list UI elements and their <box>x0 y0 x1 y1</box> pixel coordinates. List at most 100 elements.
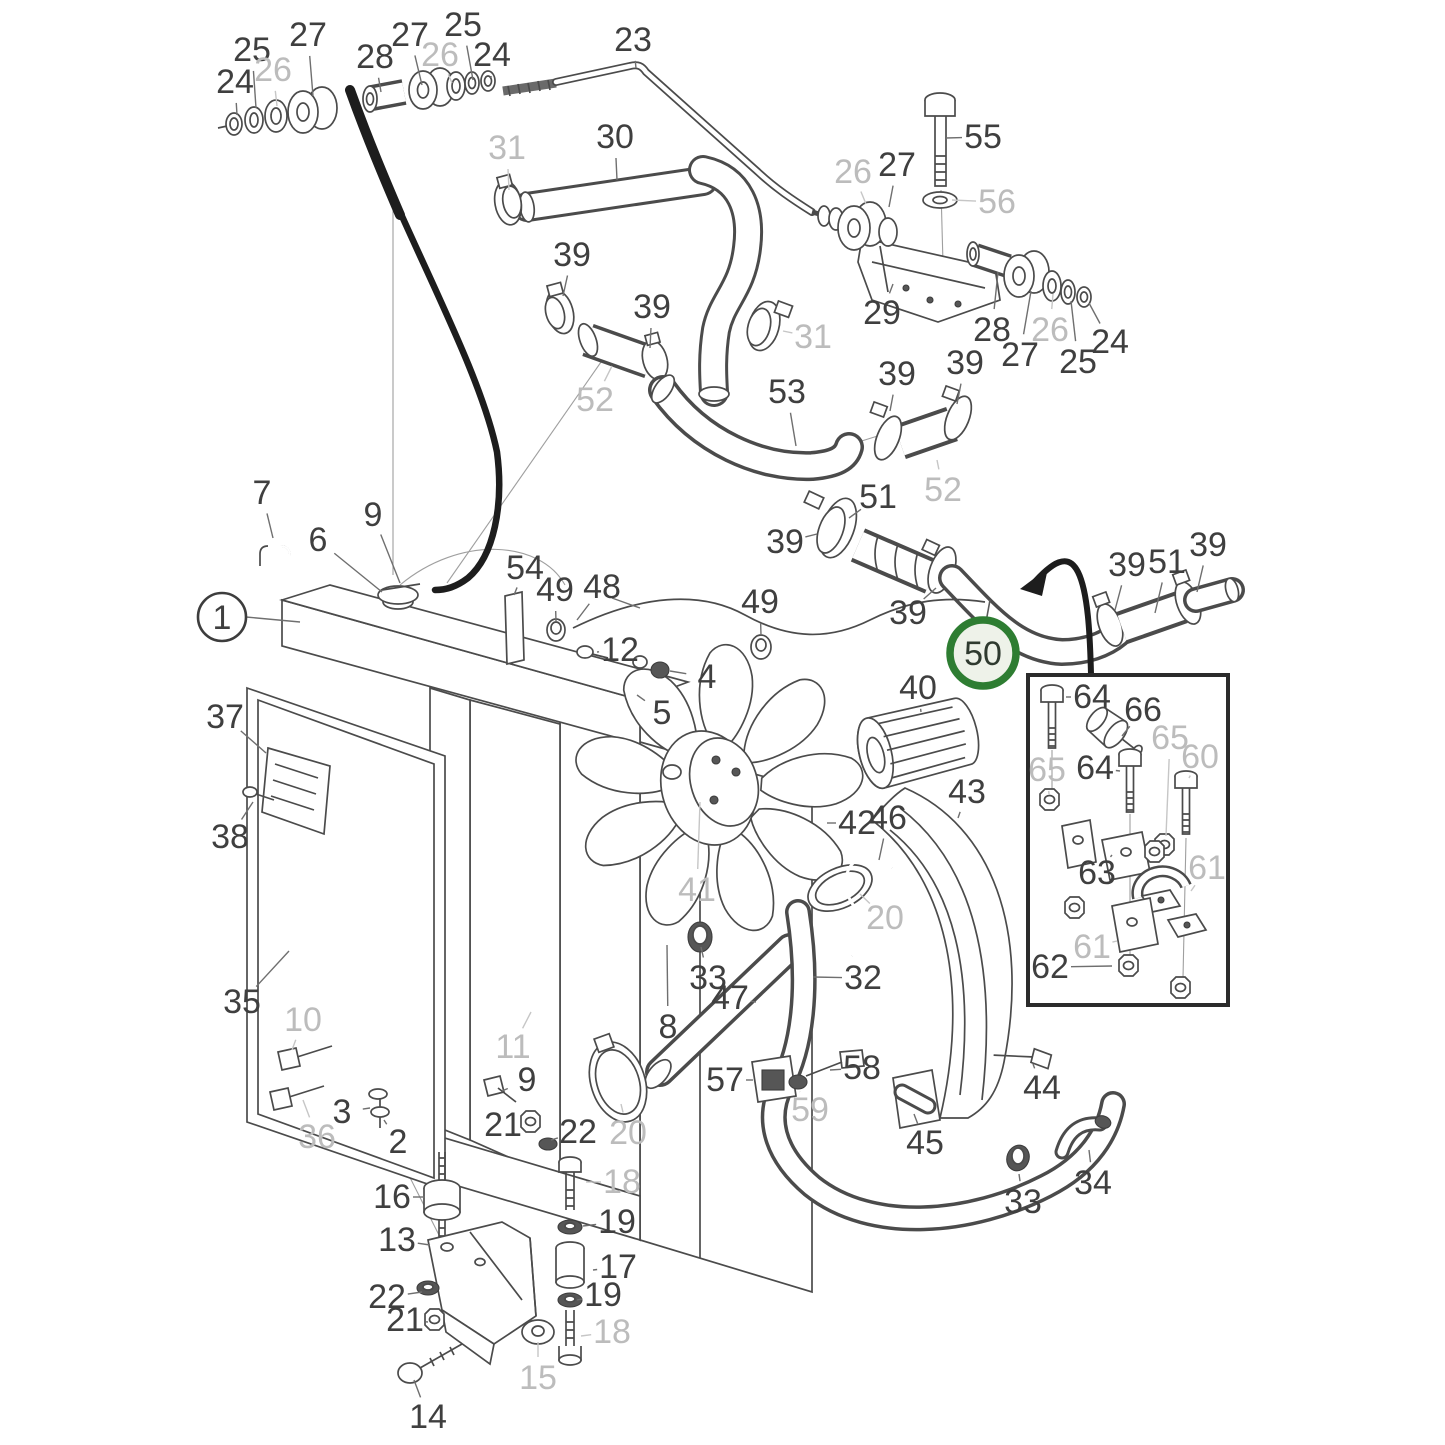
part-label-26: 26 <box>254 51 292 89</box>
bracket-13 <box>427 1221 537 1366</box>
part-label-24: 24 <box>473 36 511 74</box>
part-label-29: 29 <box>863 294 901 332</box>
callout-leader <box>666 944 669 1007</box>
nut-21-a <box>424 1308 445 1331</box>
callout-leader <box>255 950 290 988</box>
callout-leader <box>576 1298 583 1301</box>
callout-leader <box>383 1119 388 1125</box>
part-label-58: 58 <box>843 1049 881 1087</box>
part-label-49: 49 <box>741 583 779 621</box>
part-label-19: 19 <box>598 1203 636 1241</box>
part-label-54: 54 <box>506 549 544 587</box>
part-label-41: 41 <box>678 871 716 909</box>
callout-leader <box>1121 725 1131 737</box>
highlight-ring <box>946 616 1020 690</box>
callout-leader <box>309 55 314 97</box>
part-label-52: 52 <box>924 471 962 509</box>
part-label-55: 55 <box>964 118 1002 156</box>
callout-leader <box>240 730 267 754</box>
part-label-11: 11 <box>495 1028 530 1066</box>
part-label-63: 63 <box>1078 854 1116 892</box>
callout-leader <box>620 1103 624 1113</box>
bolt-36 <box>268 1085 325 1112</box>
part-label-16: 16 <box>373 1178 411 1216</box>
part-label-28: 28 <box>356 38 394 76</box>
callout-leader <box>333 552 383 593</box>
saddle-clamp-61-a <box>1131 865 1208 938</box>
bolt-9-b <box>482 1074 517 1103</box>
part-label-66: 66 <box>1124 691 1162 729</box>
part-label-39: 39 <box>1108 546 1146 584</box>
part-label-36: 36 <box>298 1118 336 1156</box>
part-label-45: 45 <box>906 1124 944 1162</box>
callout-leader <box>782 330 793 334</box>
clamp-39-a <box>544 281 575 335</box>
callout-leader <box>252 70 257 109</box>
part-label-14: 14 <box>409 1398 447 1436</box>
top-tank-hardware <box>504 590 986 679</box>
bolt-44 <box>993 1047 1053 1070</box>
washer-59 <box>788 1074 808 1090</box>
fan-guard-43 <box>870 787 1013 1119</box>
part-label-27: 27 <box>289 16 327 54</box>
radiator-assembly <box>242 545 813 1294</box>
callout-leader <box>860 191 867 205</box>
callout-leader <box>240 801 254 820</box>
part-label-56: 56 <box>978 183 1016 221</box>
callout-leader <box>848 508 862 519</box>
mount-16 <box>423 1152 461 1250</box>
part-label-37: 37 <box>206 698 244 736</box>
callout-leader <box>829 1068 842 1071</box>
callout-leader <box>521 1011 532 1029</box>
callout-leader <box>507 168 510 191</box>
overflow-tube-7 <box>259 545 291 588</box>
part-label-18: 18 <box>593 1313 631 1351</box>
part-label-51: 51 <box>1148 543 1186 581</box>
callout-leader <box>291 1039 297 1051</box>
upper-hoses <box>493 61 973 482</box>
cooler-40 <box>856 697 980 790</box>
callout-leader <box>302 1099 311 1118</box>
callout-leader <box>993 271 999 310</box>
reference-bubble-1: 1 <box>196 591 301 643</box>
callout-leader <box>1188 775 1191 779</box>
callout-leader <box>956 383 962 405</box>
part-label-39: 39 <box>889 594 927 632</box>
part-label-6: 6 <box>309 521 328 559</box>
part-label-25: 25 <box>1059 343 1097 381</box>
cable-left <box>346 86 503 594</box>
part-label-34: 34 <box>1074 1164 1112 1202</box>
callout-leader <box>380 534 401 584</box>
callout-leader <box>266 513 274 539</box>
part-label-49: 49 <box>536 571 574 609</box>
cable-right <box>1029 558 1094 677</box>
part-label-15: 15 <box>519 1359 557 1397</box>
part-label-21: 21 <box>484 1106 522 1144</box>
part-label-47: 47 <box>711 979 749 1017</box>
callout-leader <box>447 74 453 84</box>
clamp-39-b <box>641 331 669 381</box>
part-label-39: 39 <box>1189 526 1227 564</box>
part-label-28: 28 <box>973 311 1011 349</box>
part-label-13: 13 <box>378 1221 416 1259</box>
inset-detail-box <box>1026 673 1230 1007</box>
clamp-51-a <box>803 490 858 559</box>
part-label-26: 26 <box>421 36 459 74</box>
callout-leader <box>936 459 940 470</box>
callout-leader <box>700 946 705 958</box>
part-label-39: 39 <box>553 236 591 274</box>
bolt-14 <box>397 1343 463 1384</box>
part-label-39: 39 <box>766 523 804 561</box>
callout-leader <box>513 587 518 596</box>
callout-leader <box>697 801 701 870</box>
badge-screw-38 <box>242 786 258 798</box>
part-label-59: 59 <box>791 1091 829 1129</box>
cables <box>345 85 1094 677</box>
part-label-30: 30 <box>596 118 634 156</box>
nut-21-b <box>520 1110 541 1133</box>
part-label-24: 24 <box>1091 323 1129 361</box>
callout-leader <box>634 60 637 69</box>
part-label-61: 61 <box>1188 849 1226 887</box>
callout-leader <box>649 327 652 349</box>
